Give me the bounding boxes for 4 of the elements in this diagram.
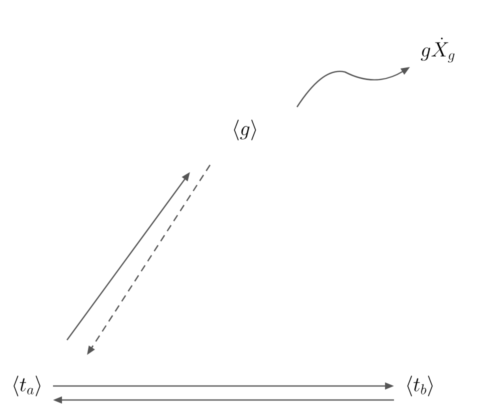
- math-label: $\langle t_b \rangle$: [407, 376, 433, 396]
- math-label: $g\dot{X}_g$: [420, 38, 454, 62]
- math-label: $\langle g \rangle$: [234, 120, 256, 140]
- math-label: $\langle t_a \rangle$: [14, 376, 40, 396]
